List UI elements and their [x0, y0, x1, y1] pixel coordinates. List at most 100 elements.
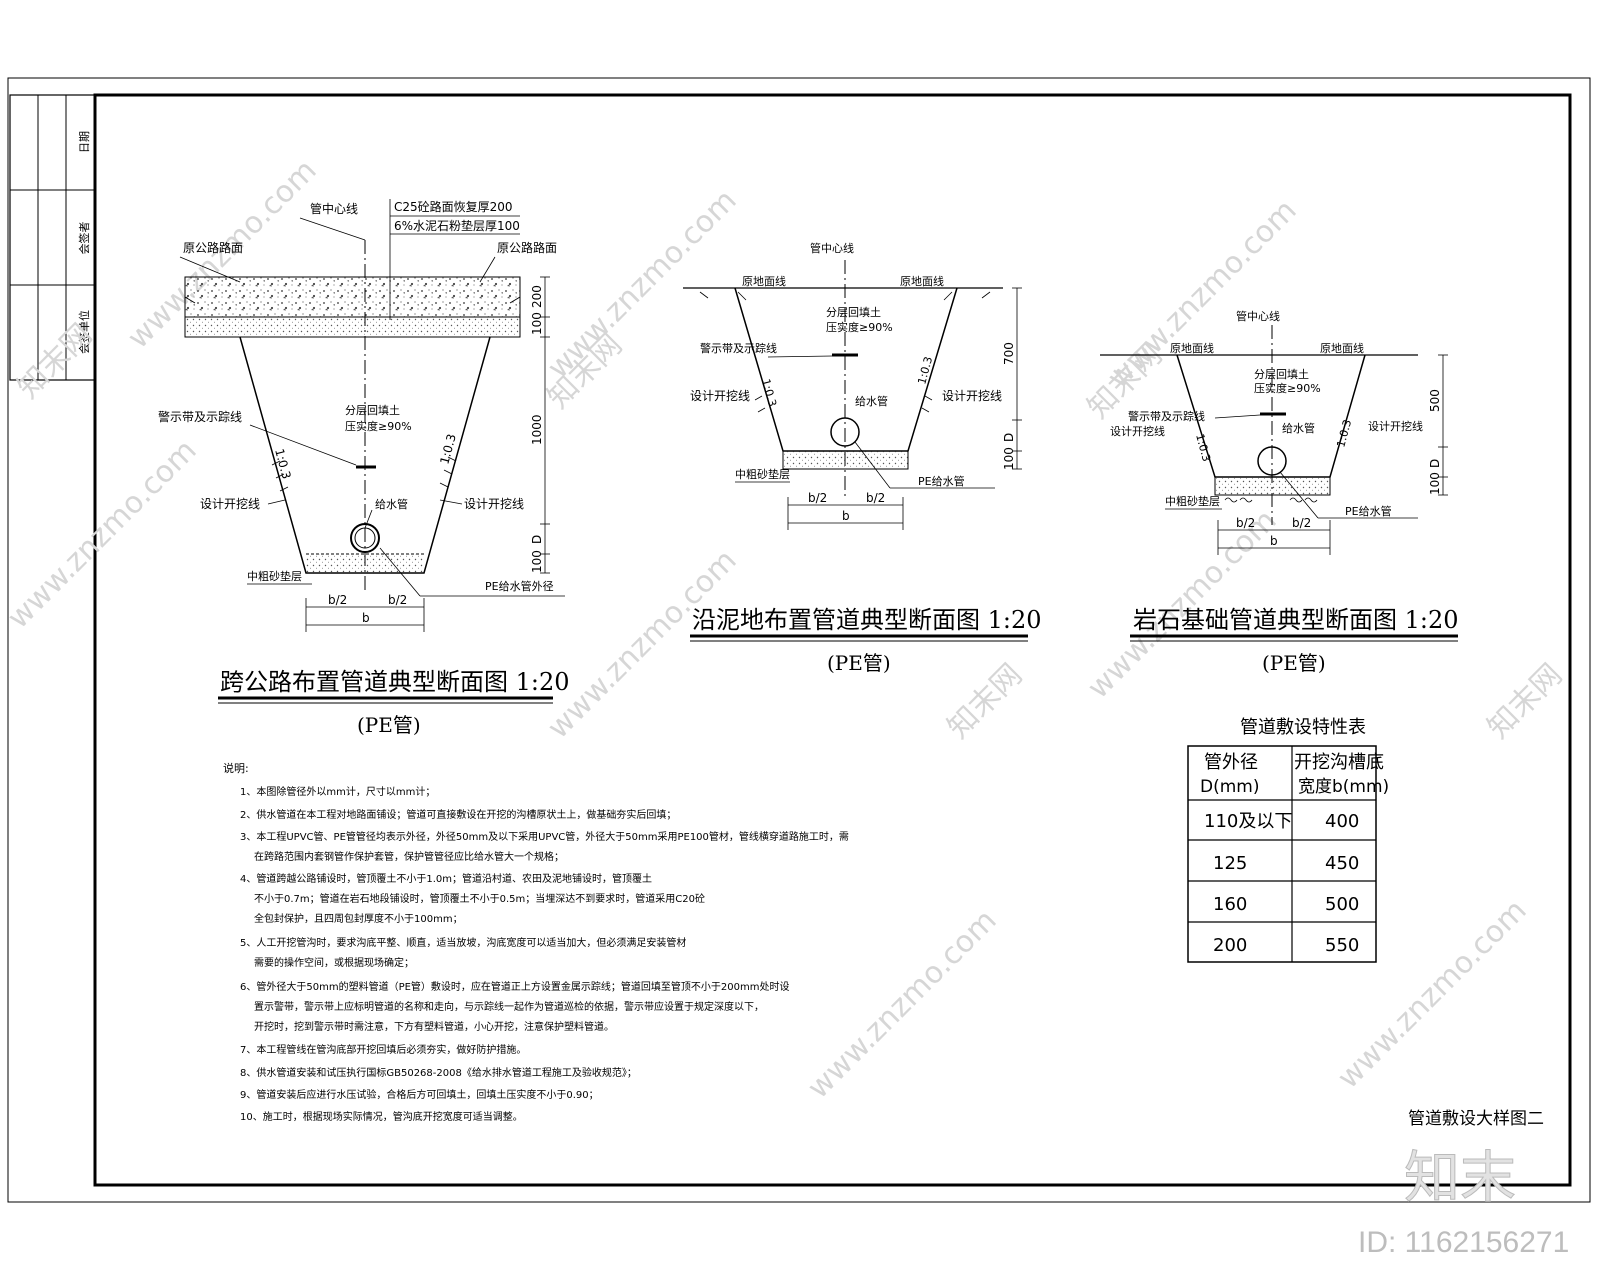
label-pipe-center: 管中心线 — [310, 201, 358, 216]
label-slope-right: 1:0.3 — [1334, 418, 1354, 449]
label-pe-pipe: PE给水管 — [1345, 504, 1392, 518]
label-stone: 6%水泥石粉垫层厚100 — [394, 218, 520, 233]
label-slope-left: 1:0.3 — [759, 377, 779, 408]
label-road-left: 原公路路面 — [183, 240, 243, 255]
note-line: 6、管外径大于50mm的塑料管道（PE管）敷设时，应在管道正上方设置金属示踪线；… — [240, 980, 790, 993]
dim-b: b — [1270, 534, 1278, 548]
dim-d: D — [1002, 433, 1016, 442]
dim-b2-left: b/2 — [328, 593, 347, 607]
inner-border — [93, 93, 1572, 1187]
label-ground-right: 原地面线 — [1320, 341, 1364, 355]
watermark-text: 知末网 — [941, 657, 1029, 745]
section-title: 跨公路布置管道典型断面图 1:20 — [220, 668, 570, 696]
section-rock-base: 管中心线 原地面线 原地面线 分层回填土 压实度≥90% 警示带及示踪线 设计开… — [1100, 309, 1459, 675]
note-line: 置示警带，警示带上应标明管道的名称和走向，与示踪线一起作为管道巡检的依据，警示带… — [254, 1000, 764, 1013]
notes-block: 说明: 1、本图除管径外以mm计，尺寸以mm计； 2、供水管道在本工程对地路面铺… — [223, 761, 849, 1123]
table-cell-d: 110及以下 — [1204, 811, 1292, 832]
note-line: 9、管道安装后应进行水压试验，合格后方可回填土，回填土压实度不小于0.90； — [240, 1088, 599, 1101]
label-design-left: 设计开挖线 — [690, 388, 750, 403]
label-road-right: 原公路路面 — [497, 240, 557, 255]
section-road-crossing: 管中心线 C25砼路面恢复厚200 6%水泥石粉垫层厚100 原公路路面 原公路… — [158, 199, 570, 737]
watermark-text: www.znzmo.com — [1331, 893, 1534, 1096]
label-backfill-2: 压实度≥90% — [1254, 381, 1321, 395]
watermark-id: ID: 1162156271 — [1358, 1226, 1569, 1259]
stone-layer — [184, 316, 521, 338]
watermark-text: 知末网 — [11, 317, 99, 405]
dim-b: b — [362, 611, 370, 625]
dim-100: 100 — [530, 550, 544, 573]
watermark-logo: 知末 — [1404, 1146, 1516, 1211]
note-line: 4、管道跨越公路铺设时，管顶覆土不小于1.0m；管道沿村道、农田及泥地铺设时，管… — [240, 872, 652, 885]
dim-d: D — [530, 535, 544, 544]
section-subtitle: (PE管) — [1262, 651, 1326, 675]
table-cell-b: 500 — [1325, 894, 1359, 915]
header-width-unit: 宽度b(mm) — [1298, 777, 1389, 797]
label-warning-tape: 警示带及示踪线 — [700, 341, 777, 355]
label-warning-tape: 警示带及示踪线 — [158, 409, 242, 424]
dim-1000: 1000 — [530, 414, 544, 445]
header-diameter: 管外径 — [1204, 752, 1258, 773]
note-line: 需要的操作空间，或根据现场确定； — [254, 956, 414, 969]
note-line: 5、人工开挖管沟时，要求沟底平整、顺直，适当放坡，沟底宽度可以适当加大，但必须满… — [240, 936, 686, 949]
header-width: 开挖沟槽底 — [1294, 752, 1384, 773]
table-cell-b: 400 — [1325, 811, 1359, 832]
note-line: 在跨路范围内套钢管作保护套管，保护管管径应比给水管大一个规格； — [254, 850, 564, 863]
field-signature: 会签者 — [77, 222, 91, 255]
note-line: 不小于0.7m；管道在岩石地段铺设时，管顶覆土不小于0.5m；当埋深达不到要求时… — [254, 892, 705, 905]
note-line: 8、供水管道安装和试压执行国标GB50268-2008《给水排水管道工程施工及验… — [240, 1066, 637, 1079]
field-date: 日期 — [78, 131, 91, 153]
label-backfill-1: 分层回填土 — [826, 305, 881, 319]
drawing-title: 管道敷设大样图二 — [1408, 1109, 1544, 1129]
table-cell-d: 160 — [1213, 894, 1247, 915]
dim-b2-left: b/2 — [1236, 516, 1255, 530]
signature-strip: 日期 会签者 会签单位 — [9, 94, 96, 381]
label-protect-line: 设计开挖线 — [464, 496, 524, 511]
label-backfill-2: 压实度≥90% — [826, 320, 893, 334]
watermark-text: www.znzmo.com — [1081, 503, 1284, 706]
dim-500: 500 — [1428, 389, 1442, 412]
label-design-right: 设计开挖线 — [942, 388, 1002, 403]
section-mud-ground: 管中心线 原地面线 原地面线 分层回填土 压实度≥90% 警示带及示踪线 1:0… — [683, 241, 1042, 675]
dim-b2-right: b/2 — [866, 491, 885, 505]
watermark-text: www.znzmo.com — [541, 543, 744, 746]
dim-b: b — [842, 509, 850, 523]
section-subtitle: (PE管) — [827, 651, 891, 675]
label-pipe-center: 管中心线 — [810, 241, 854, 255]
section-title: 岩石基础管道典型断面图 1:20 — [1133, 606, 1459, 634]
label-pipe-center: 管中心线 — [1236, 309, 1280, 323]
label-pipe: 给水管 — [1282, 421, 1315, 435]
note-line: 全包封保护，且四周包封厚度不小于100mm； — [254, 912, 463, 925]
label-backfill-2: 压实度≥90% — [345, 419, 412, 433]
watermark-text: www.znzmo.com — [1, 433, 204, 636]
pipe-spec-table: 管道敷设特性表 管外径 D(mm) 开挖沟槽底 宽度b(mm) 110及以下 4… — [1187, 717, 1389, 963]
section-title: 沿泥地布置管道典型断面图 1:20 — [692, 606, 1042, 634]
label-design-line: 设计开挖线 — [200, 496, 260, 511]
dim-d: D — [1428, 459, 1442, 468]
label-pe-pipe: PE给水管 — [918, 474, 965, 488]
label-pipe: 给水管 — [375, 497, 408, 511]
label-backfill-1: 分层回填土 — [1254, 367, 1309, 381]
concrete-layer — [184, 276, 521, 318]
label-sand: 中粗砂垫层 — [247, 569, 302, 583]
field-unit: 会签单位 — [77, 310, 91, 354]
label-backfill-1: 分层回填土 — [345, 403, 400, 417]
dim-b2-right: b/2 — [388, 593, 407, 607]
note-line: 7、本工程管线在管沟底部开挖回填后必须夯实，做好防护措施。 — [240, 1043, 526, 1056]
dim-100: 100 — [530, 312, 544, 335]
note-line: 10、施工时，根据现场实际情况，管沟底开挖宽度可适当调整。 — [240, 1110, 523, 1123]
note-line: 2、供水管道在本工程对地路面铺设；管道可直接敷设在开挖的沟槽原状土上，做基础夯实… — [240, 808, 676, 821]
section-subtitle: (PE管) — [357, 713, 421, 737]
note-line: 1、本图除管径外以mm计，尺寸以mm计； — [240, 785, 435, 798]
dim-100: 100 — [1428, 472, 1442, 495]
table-cell-d: 125 — [1213, 853, 1247, 874]
table-cell-b: 450 — [1325, 853, 1359, 874]
label-pe-pipe: PE给水管外径 — [485, 579, 554, 593]
watermark-text: 知末网 — [1481, 657, 1569, 745]
note-line: 开挖时，挖到警示带时需注意，下方有塑料管道，小心开挖，注意保护塑料管道。 — [254, 1020, 614, 1033]
label-design-right: 设计开挖线 — [1368, 419, 1423, 433]
table-cell-d: 200 — [1213, 935, 1247, 956]
dim-100: 100 — [1002, 447, 1016, 470]
label-sand: 中粗砂垫层 — [1165, 494, 1220, 508]
table-cell-b: 550 — [1325, 935, 1359, 956]
